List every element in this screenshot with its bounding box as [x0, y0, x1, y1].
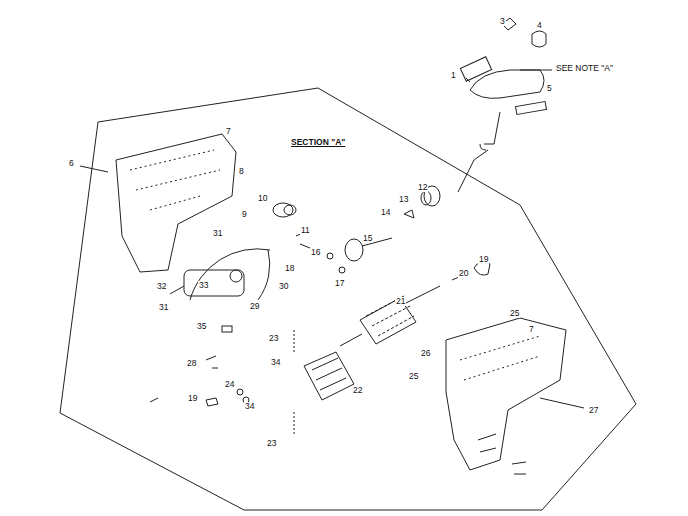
- callout-number: 8: [238, 167, 245, 176]
- callout-number: 18: [284, 264, 295, 273]
- armature: [340, 286, 440, 346]
- section-title: SECTION "A": [290, 138, 346, 147]
- callout-number: 9: [241, 210, 248, 219]
- callout-number: 19: [187, 394, 198, 403]
- callout-number: 23: [268, 334, 279, 343]
- gear-train: [273, 186, 490, 280]
- callout-number: 21: [395, 297, 406, 306]
- callout-number: 25: [509, 309, 520, 318]
- callout-number: SEE NOTE "A": [555, 64, 614, 73]
- callout-number: 15: [362, 234, 373, 243]
- housing-right: [446, 318, 584, 474]
- switch-assembly: [170, 249, 270, 300]
- field-assembly: [294, 330, 354, 436]
- callout-number: 34: [270, 358, 281, 367]
- callout-number: 24: [224, 380, 235, 389]
- callout-number: 19: [478, 255, 489, 264]
- callout-number: 7: [225, 127, 232, 136]
- callout-number: 30: [278, 282, 289, 291]
- callout-number: 11: [300, 226, 311, 235]
- callout-number: 27: [588, 406, 599, 415]
- callout-number: 23: [266, 439, 277, 448]
- inset-parts: [460, 18, 552, 150]
- callout-number: 17: [334, 279, 345, 288]
- callout-number: 22: [352, 386, 363, 395]
- callout-number: 28: [186, 359, 197, 368]
- callout-number: 10: [257, 194, 268, 203]
- callout-number: 26: [420, 349, 431, 358]
- callout-number: 29: [249, 302, 260, 311]
- callout-number: 34: [244, 402, 255, 411]
- callout-number: 33: [198, 281, 209, 290]
- callout-number: 12: [417, 183, 428, 192]
- callout-number: 31: [212, 229, 223, 238]
- callout-number: 25: [408, 372, 419, 381]
- callout-number: 16: [310, 248, 321, 257]
- section-leader: [458, 150, 488, 192]
- brush-parts: [150, 326, 249, 406]
- housing-left: [80, 134, 236, 272]
- callout-number: 31: [158, 303, 169, 312]
- callout-number: 35: [196, 322, 207, 331]
- callout-number: 6: [68, 159, 75, 168]
- callout-number: 32: [156, 282, 167, 291]
- callout-number: 3: [499, 17, 506, 26]
- callout-number: 5: [546, 84, 553, 93]
- callout-number: 1: [450, 71, 457, 80]
- callout-number: 13: [398, 195, 409, 204]
- callout-number: 14: [380, 208, 391, 217]
- callout-number: 20: [458, 269, 469, 278]
- callout-number: 7: [528, 325, 535, 334]
- section-outline: [60, 88, 636, 510]
- callout-number: 4: [536, 21, 543, 30]
